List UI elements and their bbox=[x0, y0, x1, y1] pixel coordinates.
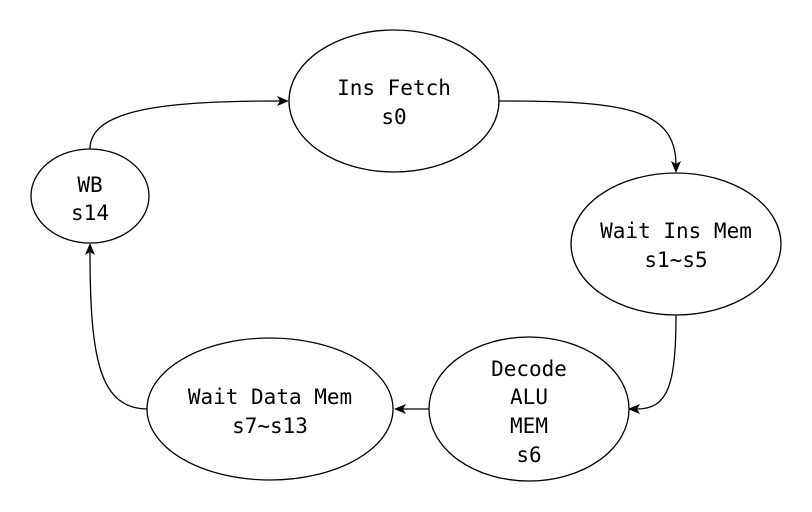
state-wb: WB s14 bbox=[30, 148, 150, 244]
state-label: s7~s13 bbox=[232, 414, 308, 438]
edge-ins-fetch-to-wait-ins-mem bbox=[498, 100, 681, 173]
arrowhead bbox=[85, 243, 95, 255]
edge-wait-data-mem-to-wb bbox=[85, 243, 149, 410]
state-label: s14 bbox=[71, 201, 109, 225]
edge-wait-ins-mem-to-decode bbox=[628, 313, 677, 414]
state-label: WB bbox=[77, 173, 102, 197]
state-decode: Decode ALU MEM s6 bbox=[428, 336, 630, 482]
states: Ins Fetch s0 Wait Ins Mem s1~s5 Decode A… bbox=[30, 29, 782, 482]
state-wait-ins-mem: Wait Ins Mem s1~s5 bbox=[570, 172, 782, 316]
state-label: s1~s5 bbox=[644, 248, 707, 272]
state-ins-fetch: Ins Fetch s0 bbox=[288, 29, 500, 173]
arrowhead bbox=[671, 161, 681, 173]
state-label: s0 bbox=[381, 105, 406, 129]
state-label: Decode bbox=[491, 357, 567, 381]
state-label: ALU bbox=[510, 385, 548, 409]
arrowhead bbox=[628, 404, 640, 414]
arrowhead bbox=[394, 404, 406, 414]
arrowhead bbox=[277, 96, 289, 106]
state-label: s6 bbox=[516, 443, 541, 467]
edge-decode-to-wait-data-mem bbox=[394, 404, 429, 414]
state-label: Wait Ins Mem bbox=[600, 219, 752, 243]
state-label: Ins Fetch bbox=[337, 76, 451, 100]
state-label: MEM bbox=[510, 414, 548, 438]
state-wait-data-mem: Wait Data Mem s7~s13 bbox=[146, 337, 394, 481]
edge-wb-to-ins-fetch bbox=[89, 96, 289, 150]
state-label: Wait Data Mem bbox=[188, 385, 352, 409]
transitions bbox=[85, 96, 681, 414]
